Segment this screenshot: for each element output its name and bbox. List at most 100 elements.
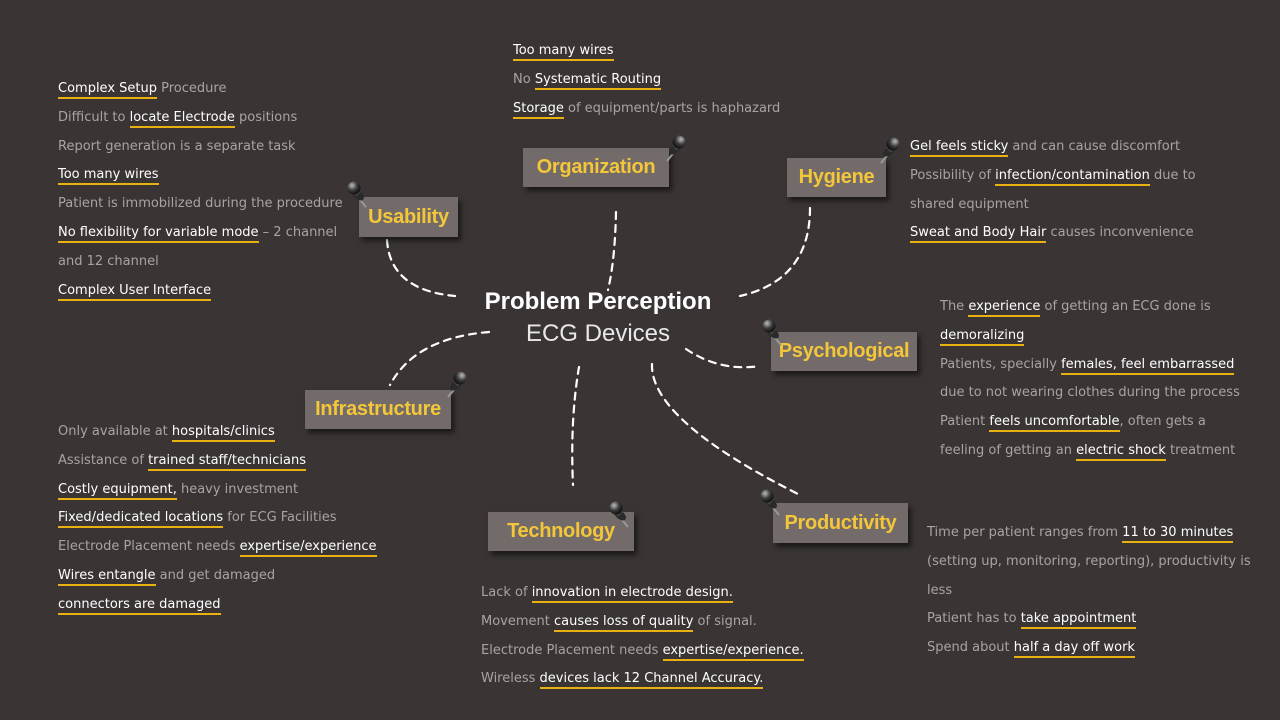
note-line: Complex Setup Procedure bbox=[58, 75, 343, 104]
pushpin-icon bbox=[447, 370, 468, 398]
highlighted-phrase: 11 to 30 minutes bbox=[1122, 525, 1234, 543]
highlighted-phrase: Complex Setup bbox=[58, 81, 157, 99]
note-line: Fixed/dedicated locations for ECG Facili… bbox=[58, 504, 377, 533]
highlighted-phrase: experience bbox=[968, 299, 1041, 317]
highlighted-phrase: Too many wires bbox=[58, 167, 159, 186]
category-usability: Usability bbox=[359, 197, 458, 237]
highlighted-phrase: take appointment bbox=[1020, 611, 1137, 630]
note-line: Possibility of infection/contamination d… bbox=[910, 162, 1196, 191]
highlighted-phrase: Systematic Routing bbox=[534, 71, 662, 90]
note-text: due to bbox=[1149, 167, 1196, 183]
pushpin-icon bbox=[761, 318, 782, 346]
category-technology: Technology bbox=[488, 512, 634, 551]
highlighted-phrase: causes loss of quality bbox=[554, 613, 694, 632]
note-line: Spend about half a day off work bbox=[927, 634, 1251, 663]
note-text: for ECG Facilities bbox=[223, 510, 337, 526]
highlighted-phrase: expertise/experience. bbox=[662, 642, 804, 661]
highlighted-phrase: feels uncomfortable bbox=[989, 414, 1120, 433]
note-line: less bbox=[927, 577, 1251, 606]
note-line: Complex User Interface bbox=[58, 277, 343, 306]
note-text: (setting up, monitoring, reporting), pro… bbox=[927, 553, 1251, 569]
note-line: Only available at hospitals/clinics bbox=[58, 418, 377, 447]
note-text: Electrode Placement needs bbox=[58, 539, 240, 555]
highlighted-phrase: No flexibility for variable mode bbox=[58, 224, 259, 243]
note-line: Lack of innovation in electrode design. bbox=[481, 579, 804, 608]
note-text: causes inconvenience bbox=[1046, 225, 1194, 241]
note-line: due to not wearing clothes during the pr… bbox=[940, 379, 1240, 408]
center-title: Problem Perception bbox=[484, 288, 712, 315]
note-line: Too many wires bbox=[513, 37, 780, 66]
highlighted-phrase: Too many wires bbox=[513, 43, 614, 61]
highlighted-phrase: locate Electrode bbox=[129, 109, 235, 128]
highlighted-phrase: infection/contamination bbox=[995, 167, 1150, 186]
note-text: due to not wearing clothes during the pr… bbox=[940, 385, 1240, 401]
note-text: shared equipment bbox=[910, 196, 1029, 212]
note-text: No bbox=[513, 71, 535, 87]
connector-organization bbox=[606, 210, 618, 292]
category-psychological: Psychological bbox=[771, 332, 917, 371]
pushpin-icon bbox=[346, 180, 367, 208]
notes-technology: Lack of innovation in electrode design.M… bbox=[481, 579, 804, 694]
note-text: of signal. bbox=[693, 613, 757, 629]
category-infrastructure: Infrastructure bbox=[305, 390, 451, 429]
highlighted-phrase: trained staff/technicians bbox=[148, 452, 306, 471]
note-line: Sweat and Body Hair causes inconvenience bbox=[910, 219, 1196, 248]
note-line: feeling of getting an electric shock tre… bbox=[940, 437, 1240, 466]
highlighted-phrase: females, feel embarrassed bbox=[1061, 356, 1235, 375]
note-line: Patients, specially females, feel embarr… bbox=[940, 351, 1240, 380]
note-text: Spend about bbox=[927, 640, 1014, 656]
note-text: of getting an ECG done is bbox=[1040, 299, 1211, 314]
note-line: Patient feels uncomfortable, often gets … bbox=[940, 408, 1240, 437]
highlighted-phrase: innovation in electrode design. bbox=[531, 585, 733, 603]
note-line: Storage of equipment/parts is haphazard bbox=[513, 95, 780, 124]
note-text: Patient has to bbox=[927, 611, 1021, 627]
note-line: (setting up, monitoring, reporting), pro… bbox=[927, 548, 1251, 577]
note-line: shared equipment bbox=[910, 191, 1196, 220]
highlighted-phrase: Fixed/dedicated locations bbox=[58, 510, 224, 529]
note-text: Only available at bbox=[58, 424, 172, 439]
highlighted-phrase: Storage bbox=[513, 100, 564, 119]
note-text: feeling of getting an bbox=[940, 442, 1077, 458]
note-text: and can cause discomfort bbox=[1008, 139, 1181, 154]
note-line: Difficult to locate Electrode positions bbox=[58, 104, 343, 133]
connector-psychological bbox=[684, 347, 762, 369]
note-line: Report generation is a separate task bbox=[58, 133, 343, 162]
note-text: Time per patient ranges from bbox=[927, 525, 1123, 540]
note-text: heavy investment bbox=[176, 481, 299, 497]
note-text: of equipment/parts is haphazard bbox=[563, 100, 781, 116]
highlighted-phrase: devices lack 12 Channel Accuracy. bbox=[539, 671, 764, 690]
note-line: Movement causes loss of quality of signa… bbox=[481, 608, 804, 637]
highlighted-phrase: expertise/experience bbox=[239, 539, 377, 558]
note-text: positions bbox=[234, 109, 298, 125]
note-line: Electrode Placement needs expertise/expe… bbox=[58, 533, 377, 562]
category-organization: Organization bbox=[523, 148, 669, 187]
note-line: Patient is immobilized during the proced… bbox=[58, 190, 343, 219]
note-text: Difficult to bbox=[58, 109, 130, 125]
note-text: Assistance of bbox=[58, 452, 149, 468]
highlighted-phrase: connectors are damaged bbox=[58, 596, 221, 615]
category-hygiene: Hygiene bbox=[787, 158, 886, 197]
note-text: Movement bbox=[481, 613, 554, 629]
note-line: Wires entangle and get damaged bbox=[58, 562, 377, 591]
pushpin-icon bbox=[759, 488, 780, 516]
highlighted-phrase: electric shock bbox=[1076, 442, 1166, 461]
note-text: Electrode Placement needs bbox=[481, 642, 663, 658]
note-line: Costly equipment, heavy investment bbox=[58, 476, 377, 505]
notes-psychological: The experience of getting an ECG done is… bbox=[940, 293, 1240, 466]
highlighted-phrase: half a day off work bbox=[1013, 640, 1135, 659]
connector-usability bbox=[385, 238, 457, 298]
pushpin-icon bbox=[880, 136, 901, 164]
note-text: – 2 channel bbox=[258, 224, 338, 240]
center-subtitle: ECG Devices bbox=[525, 320, 671, 347]
note-line: connectors are damaged bbox=[58, 591, 377, 620]
notes-hygiene: Gel feels sticky and can cause discomfor… bbox=[910, 133, 1196, 248]
note-text: treatment bbox=[1165, 442, 1236, 458]
highlighted-phrase: Gel feels sticky bbox=[910, 139, 1009, 157]
connector-productivity bbox=[650, 362, 802, 497]
note-line: Electrode Placement needs expertise/expe… bbox=[481, 637, 804, 666]
note-line: Gel feels sticky and can cause discomfor… bbox=[910, 133, 1196, 162]
note-text: Patient is immobilized during the proced… bbox=[58, 196, 343, 212]
highlighted-phrase: Complex User Interface bbox=[58, 282, 212, 301]
